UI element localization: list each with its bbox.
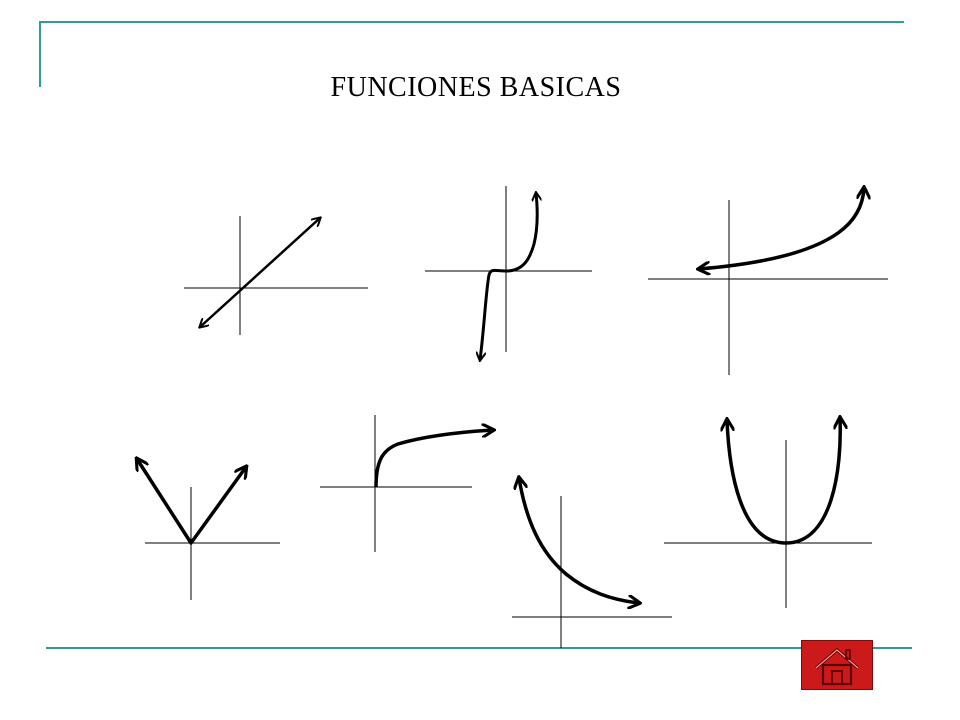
cubic-curve <box>480 193 537 360</box>
exponential-curve <box>699 188 864 269</box>
cubic-function-graph <box>425 186 592 360</box>
square-root-curve <box>374 430 493 488</box>
absolute-value-curve <box>137 459 246 545</box>
square-root-function-graph <box>320 415 493 552</box>
absolute-value-function-graph <box>137 459 280 600</box>
decreasing-exponential-curve <box>519 478 639 603</box>
linear-curve <box>200 218 320 327</box>
top-rule <box>40 21 904 23</box>
bottom-rule <box>46 647 912 649</box>
left-rule <box>39 21 41 87</box>
quadratic-curve <box>727 418 840 545</box>
exponential-function-graph <box>648 188 888 375</box>
quadratic-function-graph <box>664 418 872 608</box>
home-button[interactable] <box>801 640 873 690</box>
linear-function-graph <box>184 216 368 335</box>
decreasing-exponential-function-graph <box>512 478 672 648</box>
page-title: FUNCIONES BASICAS <box>330 72 622 103</box>
house-icon <box>815 648 859 686</box>
